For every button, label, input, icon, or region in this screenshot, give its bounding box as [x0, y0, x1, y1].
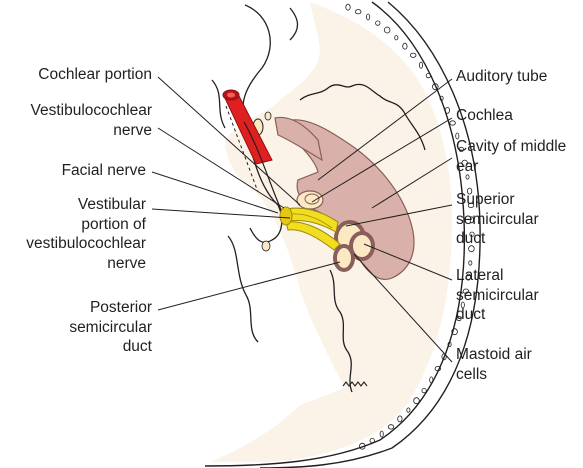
label-line: Vestibular — [26, 195, 146, 215]
air-cell — [450, 121, 456, 125]
label-line: Cavity of middle — [456, 137, 566, 157]
label-facial-nerve: Facial nerve — [62, 161, 146, 181]
label-cochlea: Cochlea — [456, 106, 513, 126]
air-cell — [346, 4, 350, 10]
label-line: Auditory tube — [456, 67, 547, 87]
label-line: Facial nerve — [62, 161, 146, 181]
label-auditory-tube: Auditory tube — [456, 67, 547, 87]
air-cell — [388, 425, 394, 429]
label-cochlear-portion: Cochlear portion — [38, 65, 152, 85]
label-line: Superior — [456, 190, 539, 210]
left-outline — [212, 80, 225, 128]
temporal-bone-region — [210, 2, 452, 462]
air-cell — [419, 62, 422, 68]
air-cell — [384, 27, 390, 33]
air-cell — [403, 43, 407, 49]
label-line: Mastoid air — [456, 345, 532, 365]
air-cell — [376, 21, 380, 25]
upper-outline — [243, 5, 270, 120]
cochlea-coil — [297, 191, 323, 209]
canal-oval-2 — [265, 112, 271, 120]
label-line: duct — [69, 337, 152, 357]
air-cell — [430, 377, 433, 383]
label-line: duct — [456, 229, 539, 249]
air-cell — [407, 408, 410, 412]
air-cell — [469, 261, 472, 265]
air-cell — [398, 416, 402, 422]
air-cell — [355, 10, 361, 14]
air-cell — [380, 431, 383, 437]
label-line: cells — [456, 365, 532, 385]
label-line: portion of — [26, 215, 146, 235]
left-lower-outline — [228, 236, 258, 342]
label-line: Lateral — [456, 266, 539, 286]
air-cell — [414, 398, 420, 404]
air-cell — [410, 53, 416, 57]
label-line: Vestibulocochlear — [31, 101, 153, 121]
upper-curve — [290, 8, 298, 40]
air-cell — [426, 73, 430, 77]
air-cell — [445, 107, 449, 113]
canal-oval-3 — [262, 241, 270, 251]
label-line: Cochlear portion — [38, 65, 152, 85]
label-line: semicircular — [456, 210, 539, 230]
label-line: nerve — [31, 121, 153, 141]
label-line: semicircular — [69, 318, 152, 338]
air-cell — [367, 14, 370, 20]
air-cell — [422, 388, 426, 392]
label-line: vestibulocochlear — [26, 234, 146, 254]
label-line: nerve — [26, 254, 146, 274]
label-line: Cochlea — [456, 106, 513, 126]
label-line: semicircular — [456, 286, 539, 306]
air-cell — [395, 36, 398, 40]
label-line: Posterior — [69, 298, 152, 318]
air-cell — [370, 438, 374, 442]
label-line: duct — [456, 305, 539, 325]
label-line: ear — [456, 157, 566, 177]
